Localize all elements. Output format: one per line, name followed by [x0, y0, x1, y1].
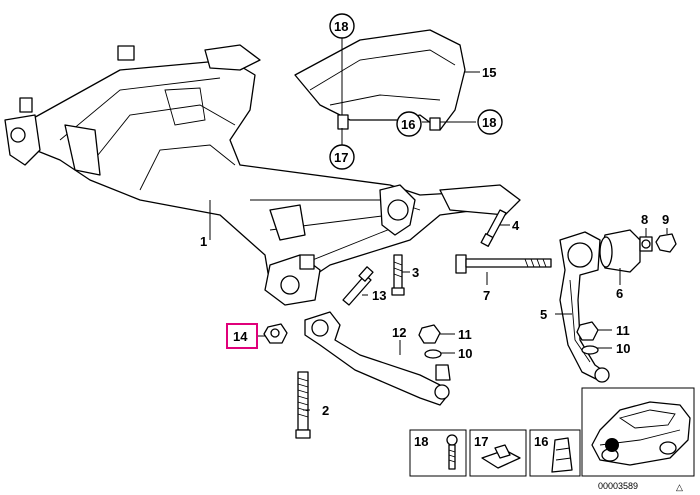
callout-leaders: [209, 35, 668, 411]
bolt-3: [391, 254, 405, 296]
callout-18-top: 18: [334, 19, 348, 34]
callout-10-right: 10: [616, 341, 630, 356]
callout-18-right: 18: [482, 115, 496, 130]
nut-11-left: [418, 324, 441, 344]
nut-14: [263, 323, 288, 344]
callout-10-left: 10: [458, 346, 472, 361]
callout-18-right-circle: [477, 109, 503, 135]
callout-5: 5: [540, 307, 547, 322]
clip-nut-17-icon: [481, 444, 521, 469]
screw-18-icon: [446, 434, 458, 470]
nut-11-right: [576, 321, 599, 341]
callout-17-circle: [329, 144, 355, 170]
callout-6: 6: [616, 286, 623, 301]
bolt-7: [455, 254, 552, 274]
heat-shield: [294, 29, 466, 131]
callout-9: 9: [662, 212, 669, 227]
callout-1: 1: [200, 234, 207, 249]
washer-10-left: [424, 349, 442, 359]
bolt-4: [480, 209, 507, 247]
diagram-code: 00003589: [598, 481, 638, 491]
callout-15: 15: [482, 65, 496, 80]
bushing-6: [599, 229, 641, 273]
legend-18-label: 18: [414, 434, 428, 449]
nut-9: [655, 233, 677, 253]
callout-13: 13: [372, 288, 386, 303]
callout-16-circle: [396, 111, 422, 137]
callout-18-top-circle: [329, 13, 355, 39]
control-arm-5: [559, 231, 610, 383]
callout-12: 12: [392, 325, 406, 340]
callout-2: 2: [322, 403, 329, 418]
callout-14: 14: [233, 329, 248, 344]
legend-17-label: 17: [474, 434, 488, 449]
callout-17: 17: [334, 150, 348, 165]
legend-16-label: 16: [534, 434, 548, 449]
callout-3: 3: [412, 265, 419, 280]
small-parts-legend: 18 17 16: [409, 387, 695, 477]
callout-labels: 1 2 3 4 5 6 7 8 9 10 10 11 11 12 13 15: [200, 65, 669, 418]
location-marker: [605, 438, 619, 452]
callout-4: 4: [512, 218, 520, 233]
warning-symbol: △: [676, 482, 683, 492]
circled-callouts: 18 16 18 17: [329, 13, 503, 170]
expansion-nut-16-icon: [551, 437, 573, 473]
callout-11-left: 11: [458, 327, 472, 342]
bolt-2: [295, 371, 311, 439]
callout-16: 16: [401, 117, 415, 132]
bolt-13: [342, 266, 374, 306]
control-arm-12: [304, 311, 451, 406]
callout-11-right: 11: [616, 323, 630, 338]
callout-14-highlighted[interactable]: 14: [226, 323, 258, 349]
car-thumbnail-icon: [591, 401, 691, 466]
nut-8: [639, 236, 653, 252]
front-subframe: [4, 44, 521, 306]
callout-8: 8: [641, 212, 648, 227]
washer-10-right: [581, 345, 599, 355]
callout-7: 7: [483, 288, 490, 303]
